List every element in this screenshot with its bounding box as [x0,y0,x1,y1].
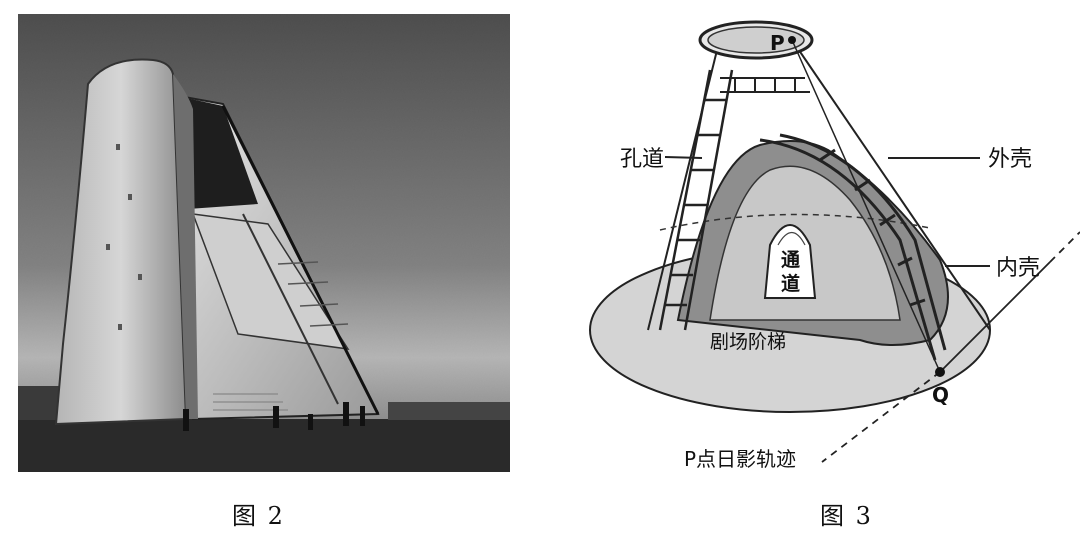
point-p-dot [788,36,796,44]
ground [18,419,510,472]
frame-right [759,133,947,361]
building-photo [18,14,510,472]
passage-arch [763,224,817,299]
label-tong: 通 [781,249,801,271]
label-point-q: Q [932,383,949,407]
label-nei-ke: 内壳 [996,256,1040,281]
label-kong-dao: 孔道 [620,147,664,172]
sun-ray-line [791,39,941,373]
point-q-dot [935,367,945,377]
figure-3-caption: 图 3 [820,502,873,530]
label-ju-chang-jie-ti: 剧场阶梯 [710,331,786,353]
label-shadow-trace: P点日影轨迹 [684,447,796,471]
figure-2-caption: 图 2 [232,502,285,530]
structure-diagram: P Q 孔道 外壳 内壳 通 道 剧场阶梯 P点日影轨迹 [589,20,1080,471]
label-wai-ke: 外壳 [988,147,1032,172]
label-dao: 道 [781,272,800,295]
shadow-trace-line [939,261,1051,373]
ladder-left [658,69,734,331]
label-point-p: P [770,31,785,55]
